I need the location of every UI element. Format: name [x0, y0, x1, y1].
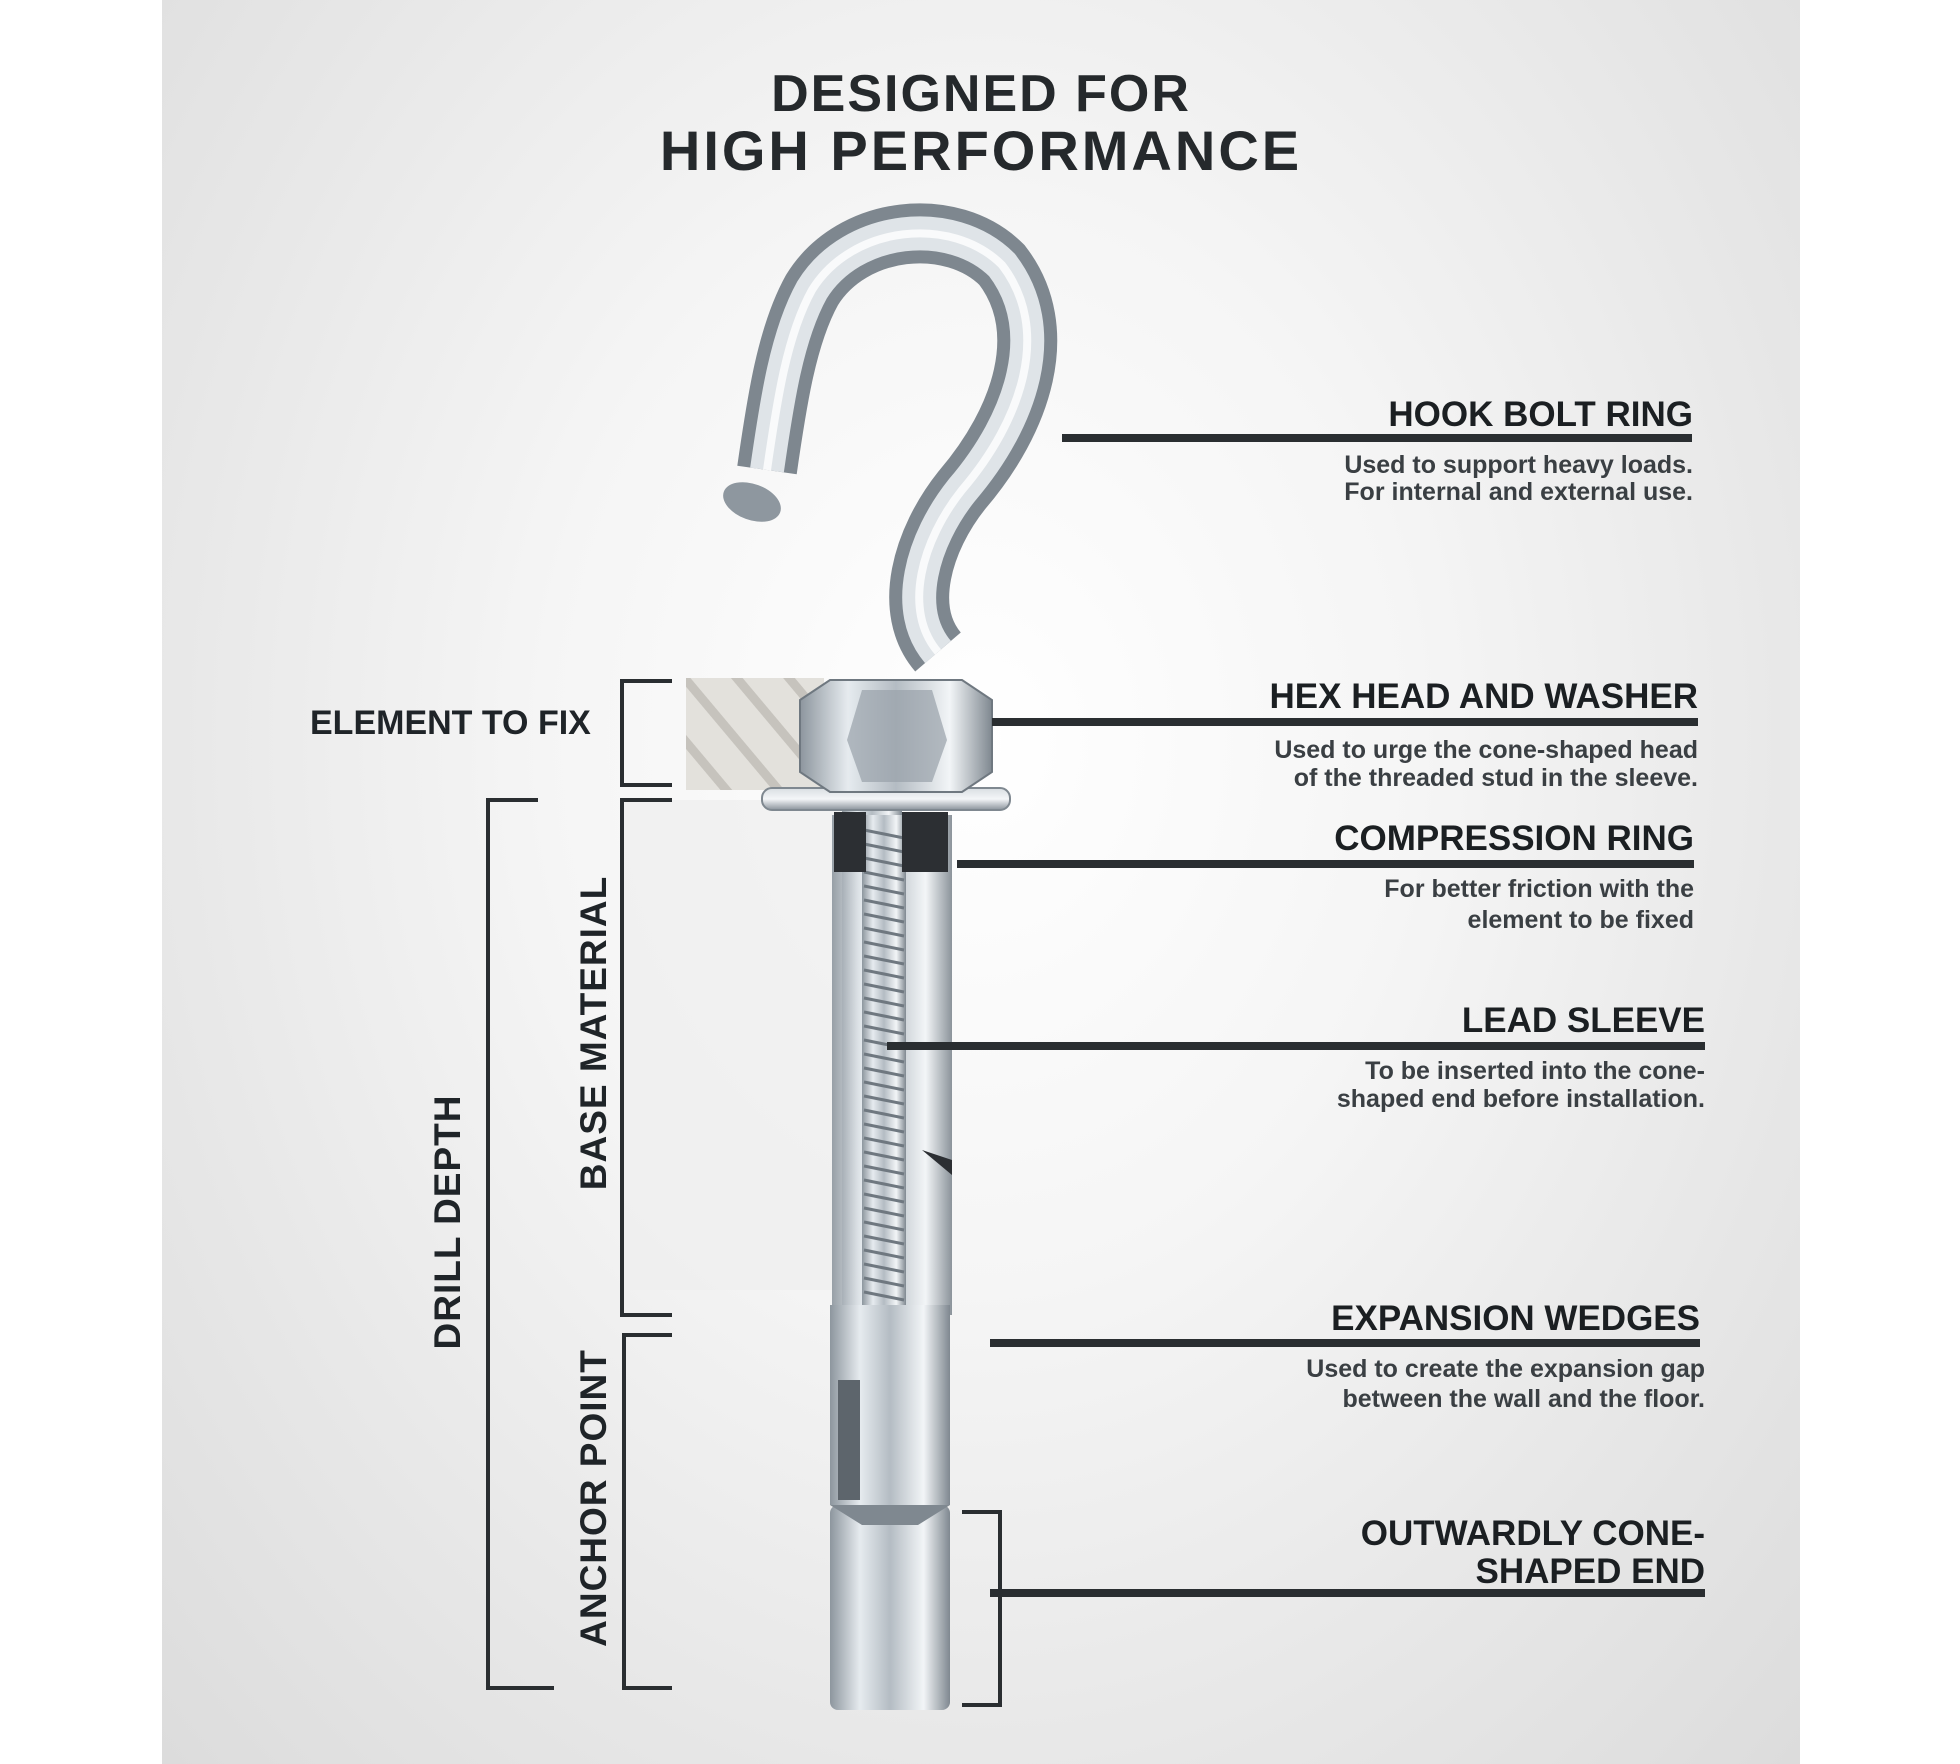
leader-line — [992, 718, 1698, 726]
label-anchor-point: ANCHOR POINT — [573, 1349, 614, 1647]
callout-desc-line: For better friction with the — [1384, 875, 1694, 903]
thread-line — [863, 1052, 905, 1064]
cone-shaped-end — [830, 1505, 950, 1710]
thread-line — [863, 1066, 905, 1078]
callout-heading: EXPANSION WEDGES — [1331, 1299, 1700, 1338]
bracket-base-material — [620, 798, 672, 1317]
compression-ring — [834, 812, 866, 872]
bracket-anchor-point — [622, 1333, 672, 1690]
thread-line — [863, 968, 905, 980]
callout-desc-line: element to be fixed — [1467, 906, 1694, 934]
thread-line — [863, 1178, 905, 1190]
thread-line — [863, 1206, 905, 1218]
thread-line — [863, 1290, 905, 1302]
thread-line — [863, 842, 905, 854]
callout-desc-line: Used to urge the cone-shaped head — [1274, 736, 1698, 764]
thread-line — [863, 954, 905, 966]
thread-line — [863, 1108, 905, 1120]
leader-line — [957, 860, 1694, 868]
thread-line — [863, 856, 905, 868]
callout-heading: OUTWARDLY CONE- — [1360, 1514, 1705, 1553]
callout-heading: LEAD SLEEVE — [1461, 1001, 1705, 1040]
thread-line — [863, 828, 905, 840]
thread-line — [863, 1276, 905, 1288]
callout-desc-line: between the wall and the floor. — [1342, 1385, 1705, 1413]
label-base-material: BASE MATERIAL — [573, 875, 614, 1191]
thread-line — [863, 926, 905, 938]
callout-desc-line: of the threaded stud in the sleeve. — [1293, 764, 1698, 792]
callout-desc-line: shaped end before installation. — [1336, 1085, 1705, 1113]
callout-heading: HOOK BOLT RING — [1388, 395, 1693, 434]
bracket-drill-depth — [486, 798, 554, 1690]
callout-desc-line: Used to support heavy loads. — [1344, 451, 1693, 479]
thread-line — [863, 1136, 905, 1148]
thread-line — [863, 912, 905, 924]
leader-line — [887, 1042, 1705, 1050]
callout-heading: SHAPED END — [1475, 1552, 1705, 1591]
thread-line — [863, 1094, 905, 1106]
thread-line — [863, 1150, 905, 1162]
thread-line — [863, 996, 905, 1008]
hook-bolt-illustration — [486, 203, 1058, 1710]
thread-line — [863, 1234, 905, 1246]
infographic-panel: DESIGNED FOR HIGH PERFORMANCE HOOK BOLT … — [162, 0, 1800, 1764]
leader-line — [990, 1589, 1705, 1597]
title-line-1: DESIGNED FOR — [771, 65, 1191, 123]
callout-desc-line: For internal and external use. — [1344, 478, 1693, 506]
callout-desc-line: Used to create the expansion gap — [1306, 1355, 1705, 1383]
thread-line — [863, 884, 905, 896]
thread-line — [863, 1164, 905, 1176]
bracket-element-to-fix — [620, 679, 672, 787]
callout-heading: HEX HEAD AND WASHER — [1269, 677, 1698, 716]
label-element-to-fix: ELEMENT TO FIX — [310, 704, 591, 742]
thread-line — [863, 1248, 905, 1260]
thread-line — [863, 1122, 905, 1134]
thread-line — [863, 1024, 905, 1036]
thread-line — [863, 870, 905, 882]
thread-line — [863, 1262, 905, 1274]
thread-line — [863, 940, 905, 952]
callout-heading: COMPRESSION RING — [1334, 819, 1694, 858]
callout-desc-line: To be inserted into the cone- — [1365, 1057, 1705, 1085]
thread-line — [863, 1010, 905, 1022]
leader-line — [1062, 434, 1692, 442]
leader-line — [990, 1339, 1700, 1347]
thread-line — [863, 1220, 905, 1232]
thread-line — [863, 898, 905, 910]
thread-line — [863, 982, 905, 994]
thread-line — [863, 1080, 905, 1092]
bracket-cone-end — [962, 1510, 1002, 1707]
thread-line — [863, 1192, 905, 1204]
title-line-2: HIGH PERFORMANCE — [659, 119, 1303, 182]
label-drill-depth: DRILL DEPTH — [427, 1094, 468, 1350]
